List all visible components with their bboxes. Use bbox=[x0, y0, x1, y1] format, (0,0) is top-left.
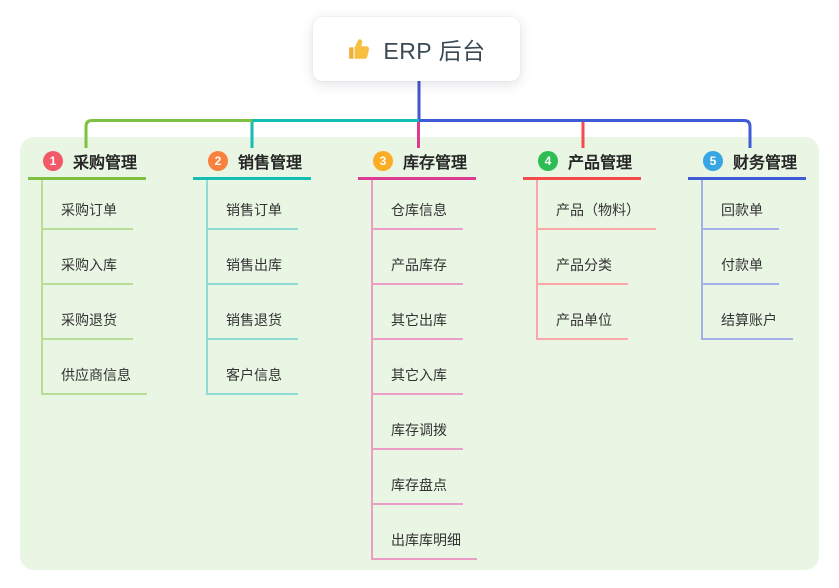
mindmap-node-item[interactable]: 销售出库 bbox=[208, 230, 298, 285]
node-item-label: 采购订单 bbox=[61, 202, 117, 218]
branch-product-management: 4 产品管理 产品（物料） 产品分类 产品单位 bbox=[523, 148, 673, 340]
mindmap-node-item[interactable]: 付款单 bbox=[703, 230, 779, 285]
branch-header[interactable]: 2 销售管理 bbox=[193, 148, 311, 180]
mindmap-node-item[interactable]: 产品库存 bbox=[373, 230, 463, 285]
branch-number-badge: 2 bbox=[208, 150, 228, 171]
mindmap-node-item[interactable]: 销售订单 bbox=[208, 180, 298, 230]
node-item-label: 结算账户 bbox=[721, 312, 777, 328]
node-item-label: 其它入库 bbox=[391, 367, 447, 383]
mindmap-node-item[interactable]: 销售退货 bbox=[208, 285, 298, 340]
thumbs-up-sleeve bbox=[349, 47, 354, 59]
node-item-label: 产品库存 bbox=[391, 257, 447, 273]
mindmap-node-item[interactable]: 仓库信息 bbox=[373, 180, 463, 230]
mindmap-node-item[interactable]: 客户信息 bbox=[208, 340, 298, 395]
mindmap-node-item[interactable]: 库存盘点 bbox=[373, 450, 463, 505]
node-item-label: 销售订单 bbox=[226, 202, 282, 218]
mindmap-panel bbox=[20, 137, 819, 570]
branch-item-list: 采购订单 采购入库 采购退货 供应商信息 bbox=[41, 180, 178, 395]
thumbs-up-hand bbox=[354, 39, 370, 59]
branch-item-list: 销售订单 销售出库 销售退货 客户信息 bbox=[206, 180, 343, 395]
branch-label: 财务管理 bbox=[733, 154, 798, 172]
thumbs-up-icon bbox=[349, 39, 370, 59]
mindmap-node-item[interactable]: 采购订单 bbox=[43, 180, 133, 230]
node-item-label: 客户信息 bbox=[226, 367, 282, 383]
branch-label: 产品管理 bbox=[568, 154, 633, 172]
branch-header[interactable]: 5 财务管理 bbox=[688, 148, 806, 180]
node-item-label: 产品（物料） bbox=[556, 202, 640, 218]
node-item-label: 采购入库 bbox=[61, 257, 117, 273]
node-item-label: 付款单 bbox=[721, 257, 763, 273]
root-node-erp[interactable]: ERP 后台 bbox=[313, 17, 520, 81]
root-node-title: ERP 后台 bbox=[383, 38, 486, 64]
mindmap-node-item[interactable]: 产品单位 bbox=[538, 285, 628, 340]
node-item-label: 采购退货 bbox=[61, 312, 117, 328]
branch-number-badge: 5 bbox=[703, 150, 723, 171]
node-item-label: 产品分类 bbox=[556, 257, 612, 273]
node-item-label: 供应商信息 bbox=[61, 367, 131, 383]
node-item-label: 库存调拨 bbox=[391, 422, 447, 438]
mindmap-node-item[interactable]: 其它出库 bbox=[373, 285, 463, 340]
mindmap-node-item[interactable]: 库存调拨 bbox=[373, 395, 463, 450]
branch-item-list: 产品（物料） 产品分类 产品单位 bbox=[536, 180, 673, 340]
branch-header[interactable]: 3 库存管理 bbox=[358, 148, 476, 180]
branch-header[interactable]: 4 产品管理 bbox=[523, 148, 641, 180]
node-item-label: 销售退货 bbox=[226, 312, 282, 328]
branch-purchase-management: 1 采购管理 采购订单 采购入库 采购退货 供应商信息 bbox=[28, 148, 178, 395]
mindmap-node-item[interactable]: 出库库明细 bbox=[373, 505, 477, 560]
branch-number-badge: 1 bbox=[43, 150, 63, 171]
branch-inventory-management: 3 库存管理 仓库信息 产品库存 其它出库 其它入库 库存调拨 库存盘点 出库库… bbox=[358, 148, 508, 560]
node-item-label: 销售出库 bbox=[226, 257, 282, 273]
branch-number-badge: 3 bbox=[373, 150, 393, 171]
branch-finance-management: 5 财务管理 回款单 付款单 结算账户 bbox=[688, 148, 838, 340]
mindmap-node-item[interactable]: 采购入库 bbox=[43, 230, 133, 285]
mindmap-node-item[interactable]: 产品（物料） bbox=[538, 180, 656, 230]
mindmap-node-item[interactable]: 供应商信息 bbox=[43, 340, 147, 395]
mindmap-node-item[interactable]: 其它入库 bbox=[373, 340, 463, 395]
node-item-label: 产品单位 bbox=[556, 312, 612, 328]
branch-sales-management: 2 销售管理 销售订单 销售出库 销售退货 客户信息 bbox=[193, 148, 343, 395]
mindmap-node-item[interactable]: 产品分类 bbox=[538, 230, 628, 285]
branch-label: 采购管理 bbox=[73, 154, 138, 172]
node-item-label: 库存盘点 bbox=[391, 477, 447, 493]
node-item-label: 出库库明细 bbox=[391, 532, 461, 548]
node-item-label: 回款单 bbox=[721, 202, 763, 218]
node-item-label: 仓库信息 bbox=[391, 202, 447, 218]
branch-item-list: 回款单 付款单 结算账户 bbox=[701, 180, 838, 340]
branch-label: 销售管理 bbox=[238, 154, 303, 172]
branch-label: 库存管理 bbox=[403, 154, 468, 172]
node-item-label: 其它出库 bbox=[391, 312, 447, 328]
branch-item-list: 仓库信息 产品库存 其它出库 其它入库 库存调拨 库存盘点 出库库明细 bbox=[371, 180, 508, 560]
mindmap-node-item[interactable]: 回款单 bbox=[703, 180, 779, 230]
branch-header[interactable]: 1 采购管理 bbox=[28, 148, 146, 180]
mindmap-node-item[interactable]: 结算账户 bbox=[703, 285, 793, 340]
branch-number-badge: 4 bbox=[538, 150, 558, 171]
mindmap-node-item[interactable]: 采购退货 bbox=[43, 285, 133, 340]
